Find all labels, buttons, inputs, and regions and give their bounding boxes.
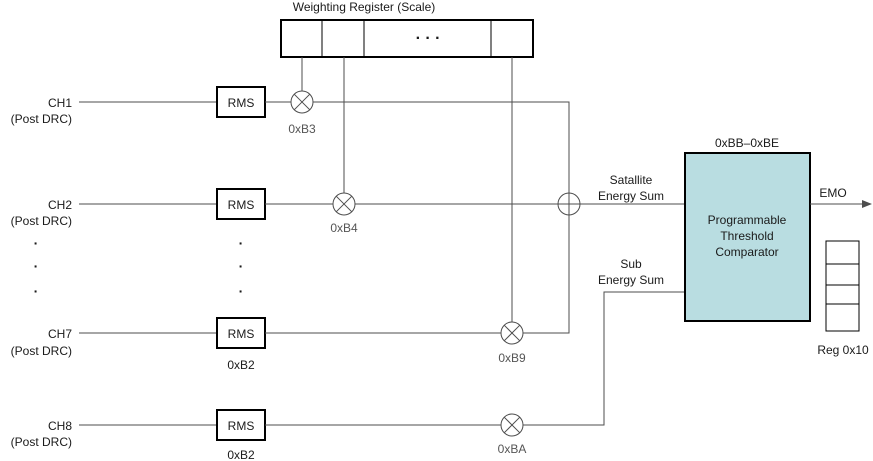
- sub-sum-wire: [523, 291, 685, 426]
- satellite-sum-label-1: Satallite: [610, 173, 653, 187]
- multiplier-icon-ch1: [290, 90, 314, 114]
- sub-sum-label-1: Sub: [620, 257, 642, 271]
- mult-reg-ch1: 0xB3: [288, 122, 316, 136]
- ch1-sub-label: (Post DRC): [11, 112, 72, 126]
- channel-ellipsis-1: ·: [34, 235, 39, 251]
- status-register: [825, 240, 860, 332]
- weighting-register: [280, 19, 534, 58]
- ch7-sub-label: (Post DRC): [11, 344, 72, 358]
- multiplier-icon-ch7: [500, 321, 524, 345]
- satellite-sum-label-2: Energy Sum: [598, 189, 664, 203]
- comparator-label-1: Programmable: [708, 213, 787, 227]
- rms-label-ch8: RMS: [228, 419, 255, 433]
- rms-ellipsis-2: ·: [239, 258, 244, 274]
- ch7-label: CH7: [48, 327, 72, 341]
- mult-reg-ch2: 0xB4: [330, 221, 358, 235]
- mult-reg-ch7: 0xB9: [498, 351, 526, 365]
- ch2-sub-label: (Post DRC): [11, 214, 72, 228]
- ch7-to-sum-wire: [523, 215, 570, 334]
- ch2-label: CH2: [48, 198, 72, 212]
- rms-block-ch2: [216, 188, 266, 220]
- rms-label-ch7: RMS: [228, 327, 255, 341]
- ch1-to-sum-wire: [313, 101, 570, 193]
- ch1-label: CH1: [48, 96, 72, 110]
- sub-sum-label-2: Energy Sum: [598, 273, 664, 287]
- emo-output-label: EMO: [819, 186, 846, 200]
- comparator-label-2: Threshold: [720, 229, 773, 243]
- channel-ellipsis-2: ·: [34, 258, 39, 274]
- rms-label-ch1: RMS: [228, 96, 255, 110]
- rms-ellipsis-3: ·: [239, 283, 244, 299]
- rms-block-ch7: [216, 317, 266, 349]
- comparator-reg-range: 0xBB–0xBE: [715, 136, 779, 150]
- ch8-sub-label: (Post DRC): [11, 435, 72, 449]
- rms-label-ch2: RMS: [228, 198, 255, 212]
- comparator-block: [684, 152, 811, 322]
- rms-ellipsis-1: ·: [239, 235, 244, 251]
- status-register-label: Reg 0x10: [817, 343, 869, 357]
- mult-reg-ch8: 0xBA: [498, 442, 527, 456]
- rms-block-ch8: [216, 409, 266, 441]
- weighting-register-dots: · · ·: [416, 30, 441, 47]
- multiplier-icon-ch2: [332, 192, 356, 216]
- summation-icon: [557, 192, 581, 216]
- channel-ellipsis-3: ·: [34, 283, 39, 299]
- comparator-label-3: Comparator: [715, 245, 778, 259]
- rms-reg-ch7: 0xB2: [227, 358, 255, 372]
- rms-reg-ch8: 0xB2: [227, 448, 255, 461]
- ch8-label: CH8: [48, 419, 72, 433]
- multiplier-icon-ch8: [500, 413, 524, 437]
- weighting-register-title: Weighting Register (Scale): [293, 0, 436, 14]
